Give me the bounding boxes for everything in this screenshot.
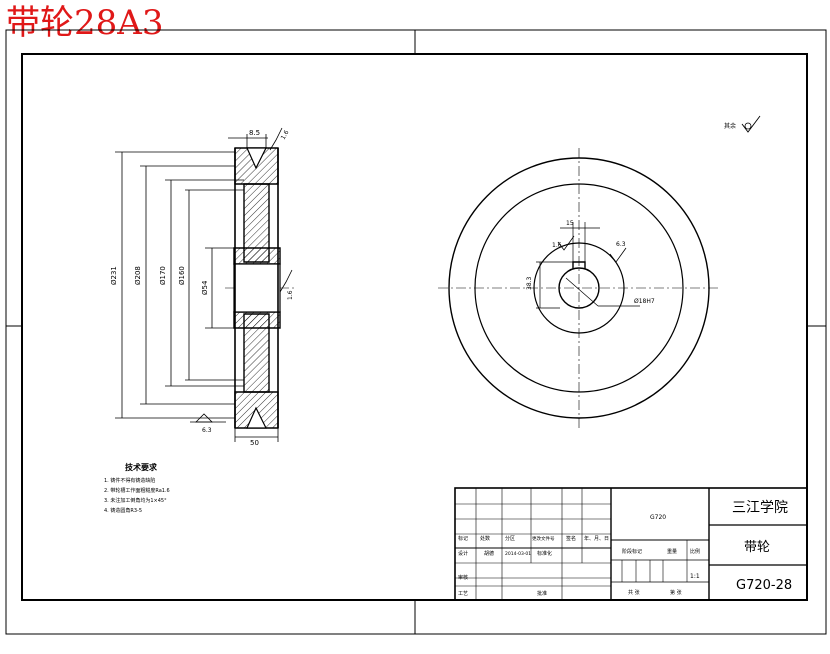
- tech-req-heading: 技术要求: [125, 462, 158, 472]
- dim-key-width: 15: [566, 220, 574, 227]
- title-block-school: 三江学院: [732, 500, 788, 516]
- tb-label-sign: 签名: [566, 535, 576, 542]
- tb-label-stage: 阶段标记: [622, 548, 642, 555]
- end-view: [438, 148, 720, 428]
- tb-label-standard: 标准化: [537, 550, 552, 557]
- tb-design-date: 2014-03-01: [505, 551, 531, 557]
- roughness-key: 1.6: [552, 242, 562, 249]
- inner-frame: [21, 53, 808, 601]
- roughness-hub: 1.6: [287, 290, 294, 300]
- tb-label-approve: 批准: [537, 590, 547, 597]
- tb-label-date: 年、月、日: [584, 535, 609, 542]
- dim-key-depth: 38.3: [526, 276, 533, 290]
- tech-req-item: 2. 带轮槽工作面粗糙度Ra1.6: [104, 487, 170, 494]
- tb-label-review: 审核: [458, 574, 468, 581]
- tb-label-process: 工艺: [458, 591, 468, 597]
- title-block-drawing-code: G720-28: [736, 578, 792, 593]
- section-view: [115, 127, 295, 442]
- roughness-general-icon: [741, 115, 761, 133]
- tb-label-weight: 重量: [667, 548, 677, 555]
- dim-web-diameter: Ø160: [178, 266, 186, 285]
- tb-designer: 胡德: [484, 550, 494, 557]
- tb-label-mark: 标记: [458, 535, 468, 542]
- dim-rim-inner-diameter: Ø170: [159, 266, 167, 285]
- dim-pulley-width: 50: [250, 439, 259, 447]
- tb-label-zone: 分区: [505, 535, 515, 542]
- dim-bore-diameter: Ø54: [201, 280, 209, 295]
- tb-label-change-doc: 更改文件号: [532, 535, 555, 542]
- roughness-bottom: 6.3: [202, 427, 212, 434]
- surface-note-label: 其余: [724, 122, 736, 130]
- dim-groove-diameter: Ø208: [134, 266, 142, 285]
- title-block-drawing-no: G720: [650, 514, 666, 521]
- tech-req-item: 3. 未注加工倒角均为1×45°: [104, 497, 167, 504]
- dim-outer-diameter: Ø231: [110, 266, 118, 285]
- tb-label-design: 设计: [458, 550, 468, 557]
- tb-label-count: 处数: [480, 535, 490, 542]
- dim-groove-top: 8.5: [249, 129, 260, 137]
- roughness-face: 6.3: [616, 241, 626, 248]
- tb-label-total: 共 张: [628, 589, 640, 596]
- title-block: [454, 487, 808, 601]
- title-block-part-name: 带轮: [744, 540, 770, 555]
- tech-req-item: 4. 铸造圆角R3-5: [104, 507, 142, 514]
- roughness-groove: 1.6: [280, 129, 291, 141]
- tb-label-ratio: 比例: [690, 548, 700, 555]
- outer-border: [5, 29, 827, 635]
- dim-end-bore: Ø18H7: [634, 298, 655, 305]
- tb-label-sheet: 第 张: [670, 589, 682, 596]
- drawing-title: 带轮28A3: [6, 3, 164, 43]
- title-block-scale: 1:1: [690, 573, 700, 580]
- tech-req-item: 1. 铸件不得有铸造缺陷: [104, 477, 155, 484]
